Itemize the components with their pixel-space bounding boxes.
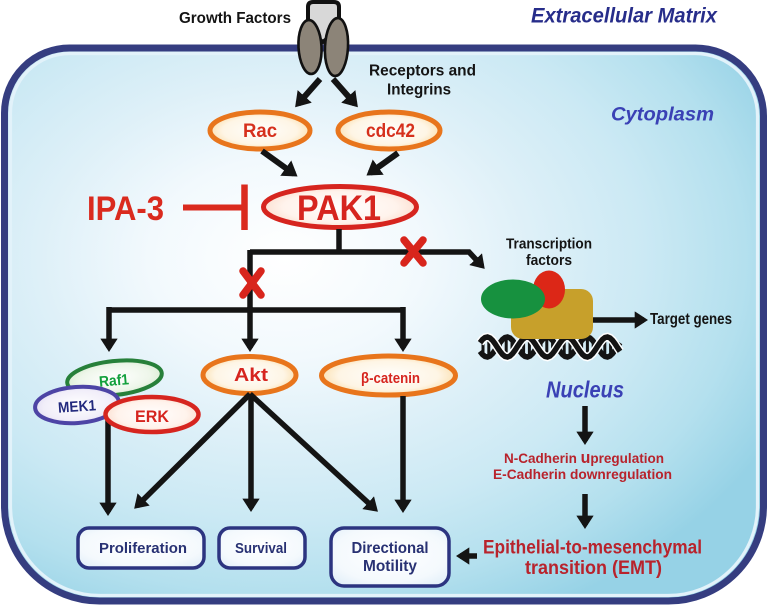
svg-text:factors: factors	[526, 253, 572, 269]
svg-text:transition (EMT): transition (EMT)	[525, 558, 662, 579]
svg-text:Rac: Rac	[243, 121, 277, 142]
svg-text:PAK1: PAK1	[297, 189, 381, 228]
svg-text:Motility: Motility	[363, 558, 417, 575]
svg-text:Receptors and: Receptors and	[369, 63, 476, 80]
svg-text:Survival: Survival	[235, 540, 287, 557]
svg-text:Cytoplasm: Cytoplasm	[611, 105, 714, 126]
svg-text:Nucleus: Nucleus	[546, 377, 624, 403]
svg-text:Epithelial-to-mesenchymal: Epithelial-to-mesenchymal	[483, 538, 702, 559]
svg-text:Integrins: Integrins	[387, 82, 451, 99]
svg-text:Growth Factors: Growth Factors	[179, 10, 291, 27]
svg-text:IPA-3: IPA-3	[87, 190, 164, 228]
svg-text:Akt: Akt	[234, 365, 268, 385]
svg-text:Transcription: Transcription	[506, 237, 592, 253]
svg-text:Proliferation: Proliferation	[99, 540, 187, 557]
svg-text:cdc42: cdc42	[366, 121, 415, 142]
svg-text:ERK: ERK	[135, 407, 170, 426]
svg-text:Extracellular Matrix: Extracellular Matrix	[531, 5, 718, 28]
svg-text:Raf1: Raf1	[98, 371, 129, 391]
svg-text:Target genes: Target genes	[650, 311, 732, 328]
svg-text:E-Cadherin downregulation: E-Cadherin downregulation	[493, 466, 672, 482]
svg-text:N-Cadherin upregulation: N-Cadherin upregulation	[504, 449, 664, 467]
svg-text:Directional: Directional	[352, 540, 429, 557]
svg-text:MEK1: MEK1	[58, 397, 97, 417]
svg-text:β-catenin: β-catenin	[361, 370, 420, 387]
